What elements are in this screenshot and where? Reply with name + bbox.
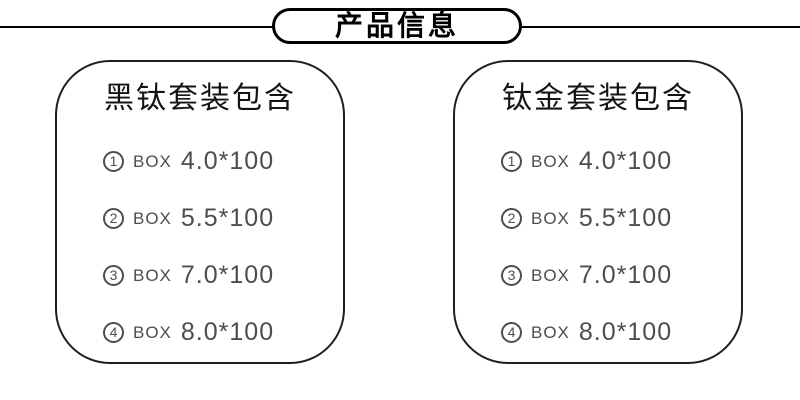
list-item: 2 BOX 5.5*100 [103, 205, 343, 231]
item-size: 7.0*100 [578, 260, 673, 289]
item-label: BOX [531, 151, 570, 171]
circled-number-icon: 2 [501, 207, 522, 229]
item-size: 4.0*100 [180, 146, 275, 175]
list-item: 4 BOX 8.0*100 [103, 319, 343, 345]
circled-number-icon: 4 [103, 321, 124, 343]
list-item: 3 BOX 7.0*100 [103, 262, 343, 288]
item-list: 1 BOX 4.0*100 2 BOX 5.5*100 3 BOX 7.0*10… [455, 148, 741, 345]
item-label: BOX [133, 322, 172, 342]
item-label: BOX [531, 208, 570, 228]
item-label: BOX [133, 265, 172, 285]
circled-number-icon: 3 [501, 264, 522, 286]
section-title-badge: 产品信息 [272, 8, 522, 44]
item-size: 7.0*100 [180, 260, 275, 289]
list-item: 2 BOX 5.5*100 [501, 205, 741, 231]
list-item: 1 BOX 4.0*100 [103, 148, 343, 174]
section-title: 产品信息 [334, 10, 459, 41]
circled-number-icon: 1 [501, 150, 522, 172]
card-title: 钛金套装包含 [502, 82, 694, 115]
item-size: 5.5*100 [578, 203, 673, 232]
circled-number-icon: 3 [103, 264, 124, 286]
item-size: 5.5*100 [180, 203, 275, 232]
item-size: 4.0*100 [578, 146, 673, 175]
list-item: 4 BOX 8.0*100 [501, 319, 741, 345]
list-item: 1 BOX 4.0*100 [501, 148, 741, 174]
circled-number-icon: 4 [501, 321, 522, 343]
item-label: BOX [531, 322, 570, 342]
circled-number-icon: 1 [103, 150, 124, 172]
item-label: BOX [133, 208, 172, 228]
list-item: 3 BOX 7.0*100 [501, 262, 741, 288]
item-size: 8.0*100 [578, 317, 673, 346]
item-label: BOX [531, 265, 570, 285]
circled-number-icon: 2 [103, 207, 124, 229]
card-title: 黑钛套装包含 [104, 82, 296, 115]
card-black-titanium-set: 黑钛套装包含 1 BOX 4.0*100 2 BOX 5.5*100 3 BOX… [55, 60, 345, 364]
item-size: 8.0*100 [180, 317, 275, 346]
item-list: 1 BOX 4.0*100 2 BOX 5.5*100 3 BOX 7.0*10… [57, 148, 343, 345]
card-titanium-gold-set: 钛金套装包含 1 BOX 4.0*100 2 BOX 5.5*100 3 BOX… [453, 60, 743, 364]
item-label: BOX [133, 151, 172, 171]
